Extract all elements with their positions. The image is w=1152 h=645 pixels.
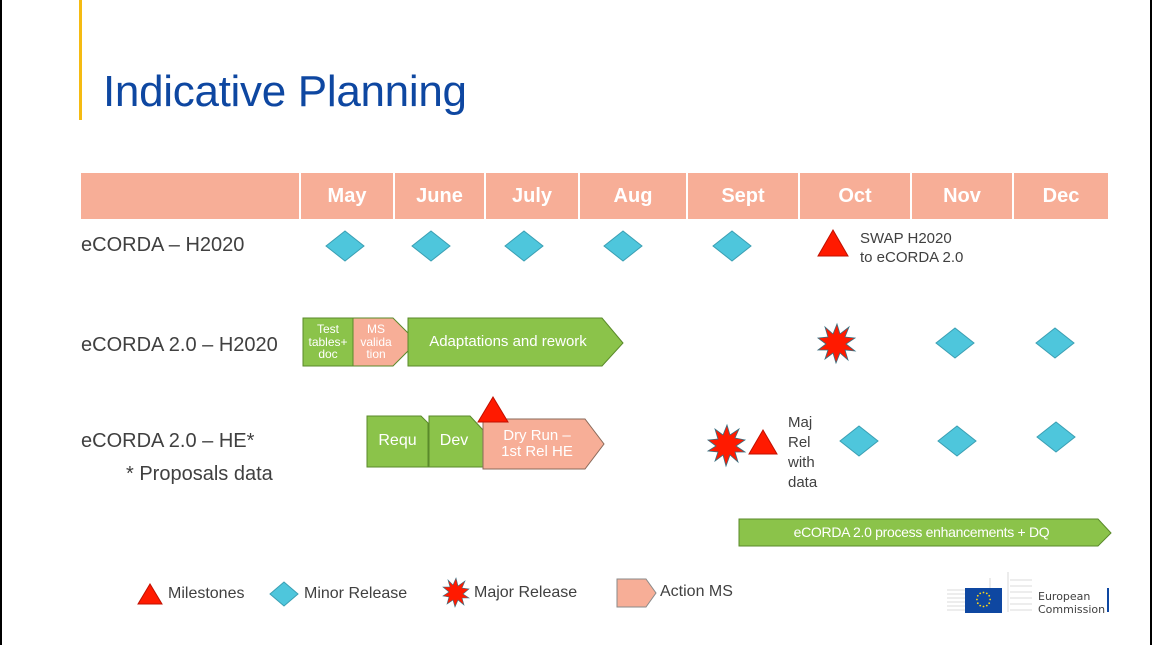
month-sept: Sept: [686, 173, 798, 219]
legend-minor-release-label: Minor Release: [304, 585, 408, 602]
action-ms-dry-run-arrow: [482, 418, 605, 470]
task-test-tables-line1: Test: [316, 322, 339, 337]
task-adaptations-label: Adaptations and rework: [429, 333, 587, 351]
legend-minor-release-icon: [269, 581, 299, 607]
minor-release-diamond-aug: [603, 230, 643, 262]
task-requ-label: Requ: [378, 432, 417, 450]
month-june: June: [393, 173, 484, 219]
row-label-ecorda2-h2020: eCORDA 2.0 – H2020: [81, 334, 278, 356]
legend-major-release-icon: [442, 577, 470, 608]
major-release-star-oct: [816, 322, 857, 365]
minor-release-diamond-dec-row2: [1035, 327, 1075, 359]
task-dev-label: Dev: [439, 432, 469, 450]
logo-text-commission: Commission: [1038, 603, 1106, 616]
legend-action-ms-label: Action MS: [660, 583, 733, 600]
major-release-star-sept: [706, 423, 747, 468]
legend-milestone-icon: [137, 583, 163, 605]
minor-release-diamond-nov-row2: [935, 327, 975, 359]
legend-major-release-label: Major Release: [474, 584, 578, 601]
task-test-tables-line3: doc: [318, 347, 338, 362]
minor-release-diamond-sept: [712, 230, 752, 262]
logo-divider: [1107, 588, 1109, 612]
month-oct: Oct: [798, 173, 910, 219]
minor-release-diamond-dec-row3: [1036, 421, 1076, 453]
minor-release-diamond-may: [325, 230, 365, 262]
action-ms-validation-label: MS valida tion: [353, 318, 399, 366]
legend-action-ms-icon: [616, 578, 657, 608]
eu-flag-stars: [976, 591, 991, 608]
european-commission-logo: [947, 572, 1109, 613]
dry-run-line1: Dry Run –: [503, 427, 571, 445]
ms-validation-line1: MS: [367, 322, 385, 337]
task-test-tables-label: Test tables+ doc: [303, 318, 353, 366]
month-aug: Aug: [578, 173, 686, 219]
action-ms-dry-run-label: Dry Run – 1st Rel HE: [483, 419, 591, 469]
milestone-triangle-oct: [817, 228, 849, 257]
title-accent-bar: [79, 0, 82, 120]
maj-rel-line1: Maj: [788, 414, 813, 431]
maj-rel-line3: with: [788, 454, 815, 471]
enhancement-arrow: [738, 518, 1112, 547]
dry-run-line2: 1st Rel HE: [501, 443, 573, 460]
task-adaptations-arrow: [407, 317, 624, 367]
minor-release-diamond-oct-row3: [839, 425, 879, 457]
task-requ-arrow: [366, 415, 429, 468]
milestone-triangle-sept: [748, 429, 778, 455]
swap-milestone-line1: SWAP H2020: [860, 230, 952, 247]
ms-validation-line2: valida: [360, 334, 392, 349]
maj-rel-line4: data: [788, 474, 818, 491]
minor-release-diamond-nov-row3: [937, 425, 977, 457]
frame-border-left: [0, 0, 2, 645]
logo-text-european: European: [1038, 590, 1091, 603]
minor-release-diamond-june: [411, 230, 451, 262]
swap-milestone-line2: to eCORDA 2.0: [860, 249, 964, 266]
milestone-triangle-dry-run: [477, 396, 509, 423]
row-label-ecorda2-he: eCORDA 2.0 – HE*: [81, 430, 255, 452]
enhancement-label: eCORDA 2.0 process enhancements + DQ: [793, 524, 1050, 541]
frame-border-right: [1150, 0, 1152, 645]
month-dec: Dec: [1012, 173, 1108, 219]
row1-minor-releases: [325, 230, 752, 262]
legend-milestones-label: Milestones: [168, 585, 245, 602]
proposals-note: * Proposals data: [126, 463, 273, 485]
month-may: May: [299, 173, 393, 219]
ms-validation-line3: tion: [366, 347, 386, 362]
month-july: July: [484, 173, 578, 219]
task-test-tables-line2: tables+: [308, 334, 348, 349]
minor-release-diamond-july: [504, 230, 544, 262]
row-label-ecorda-h2020: eCORDA – H2020: [81, 234, 245, 256]
maj-rel-line2: Rel: [788, 434, 811, 451]
month-nov: Nov: [910, 173, 1012, 219]
slide-title: Indicative Planning: [103, 67, 467, 116]
